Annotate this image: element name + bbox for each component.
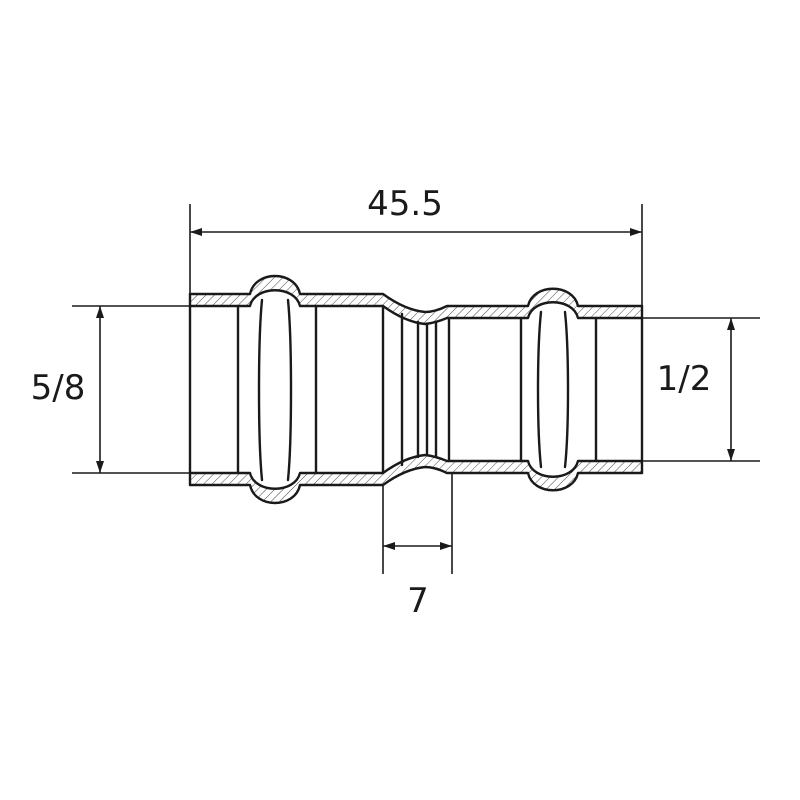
left-oring-groove-right: [286, 298, 293, 482]
reducer-length-label: 7: [407, 581, 429, 621]
top-wall-inner: [188, 289, 644, 326]
bottom-wall-inner: [188, 453, 644, 490]
fitting-body: [188, 274, 644, 505]
top-wall-hatch: [190, 276, 642, 324]
large-end-size-label: 5/8: [31, 368, 86, 408]
bottom-wall-hatch: [190, 455, 642, 503]
overall-length-label: 45.5: [367, 184, 443, 224]
dimension-labels: 45.5 5/8 1/2 7: [31, 184, 712, 621]
left-oring-groove-left: [257, 298, 264, 482]
small-end-size-label: 1/2: [657, 359, 712, 399]
right-oring-groove-right: [563, 310, 570, 469]
right-oring-groove-left: [536, 310, 543, 469]
dimension-lines: [72, 204, 760, 574]
bottom-wall-outer: [188, 465, 644, 505]
top-wall-outer: [188, 274, 644, 314]
